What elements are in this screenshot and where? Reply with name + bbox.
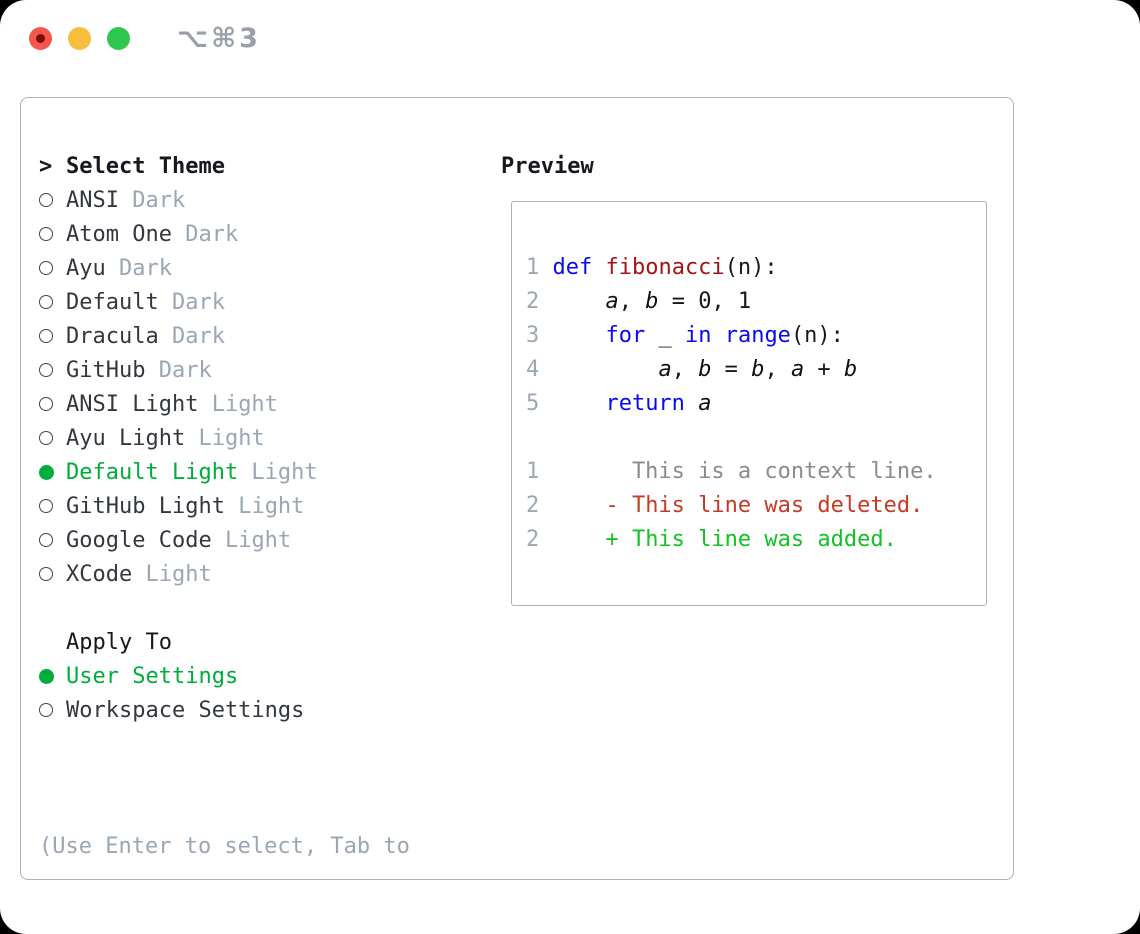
theme-option-ansi[interactable]: ANSI Dark: [39, 183, 410, 217]
select-theme-header: > Select Theme: [39, 149, 410, 183]
apply-option-workspace-settings[interactable]: Workspace Settings: [39, 693, 410, 727]
line-number: 3: [526, 323, 540, 348]
radio-unselected-icon: [39, 533, 66, 547]
theme-name: Dracula: [66, 323, 159, 349]
line-number: 1: [526, 459, 540, 484]
theme-name: Default: [66, 289, 159, 315]
code-line: 4 a, b = b, a + b: [526, 353, 986, 387]
radio-unselected-icon: [39, 261, 66, 275]
theme-variant-badge: Light: [198, 391, 278, 417]
theme-option-ayu[interactable]: Ayu Dark: [39, 251, 410, 285]
theme-name: XCode: [66, 561, 133, 587]
traffic-lights: [29, 26, 130, 50]
radio-unselected-icon: [39, 193, 66, 207]
theme-option-ayu-light[interactable]: Ayu Light Light: [39, 421, 410, 455]
theme-name: Ayu: [66, 255, 106, 281]
apply-option-label: Workspace Settings: [66, 697, 305, 723]
code-line: 5 return a: [526, 387, 986, 421]
theme-name: Ayu Light: [66, 425, 186, 451]
diff-preview: 1 This is a context line.2 - This line w…: [526, 455, 986, 557]
radio-unselected-icon: [39, 227, 66, 241]
apply-to-title: Apply To: [66, 629, 172, 655]
line-number: 4: [526, 357, 540, 382]
theme-variant-badge: Light: [132, 561, 212, 587]
theme-option-google-code[interactable]: Google Code Light: [39, 523, 410, 557]
radio-unselected-icon: [39, 703, 66, 717]
radio-selected-icon: [39, 668, 66, 684]
theme-variant-badge: Light: [238, 459, 318, 485]
line-number: 2: [526, 289, 540, 314]
theme-option-github-light[interactable]: GitHub Light Light: [39, 489, 410, 523]
radio-selected-icon: [39, 464, 66, 480]
theme-option-default-light[interactable]: Default Light Light: [39, 455, 410, 489]
theme-variant-badge: Dark: [158, 289, 225, 315]
radio-unselected-icon: [39, 363, 66, 377]
theme-option-ansi-light[interactable]: ANSI Light Light: [39, 387, 410, 421]
line-number: 1: [526, 255, 540, 280]
theme-name: GitHub: [66, 357, 146, 383]
theme-variant-badge: Dark: [105, 255, 172, 281]
blank-line: [526, 421, 986, 455]
diff-line: 2 - This line was deleted.: [526, 489, 986, 523]
theme-variant-badge: Dark: [118, 187, 186, 213]
theme-name: Atom One: [66, 221, 172, 247]
theme-name: Google Code: [66, 527, 212, 553]
theme-name: ANSI Light: [66, 391, 199, 417]
line-number: 2: [526, 527, 540, 552]
theme-variant-badge: Light: [185, 425, 265, 451]
spacer: [39, 591, 410, 625]
prompt-caret-icon: >: [39, 153, 53, 179]
theme-option-atom-one[interactable]: Atom One Dark: [39, 217, 410, 251]
radio-unselected-icon: [39, 329, 66, 343]
theme-name: GitHub Light: [66, 493, 225, 519]
theme-variant-badge: Dark: [158, 323, 225, 349]
apply-option-user-settings[interactable]: User Settings: [39, 659, 410, 693]
line-number: 5: [526, 391, 540, 416]
close-button[interactable]: [29, 26, 52, 50]
theme-variant-badge: Dark: [171, 221, 239, 247]
titlebar: ⌥⌘3: [0, 0, 1140, 76]
keyboard-hint: (Use Enter to select, Tab to change focu…: [39, 761, 410, 934]
preview-title: Preview: [501, 153, 594, 179]
theme-option-dracula[interactable]: Dracula Dark: [39, 319, 410, 353]
select-theme-title: Select Theme: [66, 153, 225, 179]
theme-option-xcode[interactable]: XCode Light: [39, 557, 410, 591]
spacer: [39, 727, 410, 761]
radio-unselected-icon: [39, 295, 66, 309]
radio-unselected-icon: [39, 567, 66, 581]
radio-unselected-icon: [39, 397, 66, 411]
theme-option-github[interactable]: GitHub Dark: [39, 353, 410, 387]
radio-unselected-icon: [39, 431, 66, 445]
theme-name: ANSI: [66, 187, 119, 213]
apply-option-label: User Settings: [66, 663, 239, 689]
theme-name: Default Light: [66, 459, 239, 485]
theme-variant-badge: Dark: [145, 357, 212, 383]
radio-unselected-icon: [39, 499, 66, 513]
minimize-button[interactable]: [68, 26, 91, 50]
code-line: 3 for _ in range(n):: [526, 319, 986, 353]
code-line: 2 a, b = 0, 1: [526, 285, 986, 319]
diff-line: 2 + This line was added.: [526, 523, 986, 557]
theme-variant-badge: Light: [224, 493, 305, 519]
diff-line: 1 This is a context line.: [526, 455, 986, 489]
line-number: 2: [526, 493, 540, 518]
window-shortcut-label: ⌥⌘3: [177, 22, 261, 54]
zoom-button[interactable]: [107, 26, 130, 50]
theme-option-default[interactable]: Default Dark: [39, 285, 410, 319]
hint-line-1: (Use Enter to select, Tab to: [39, 834, 410, 859]
apply-to-header: Apply To: [39, 625, 410, 659]
theme-variant-badge: Light: [211, 527, 292, 553]
close-dot-icon: [36, 33, 45, 43]
